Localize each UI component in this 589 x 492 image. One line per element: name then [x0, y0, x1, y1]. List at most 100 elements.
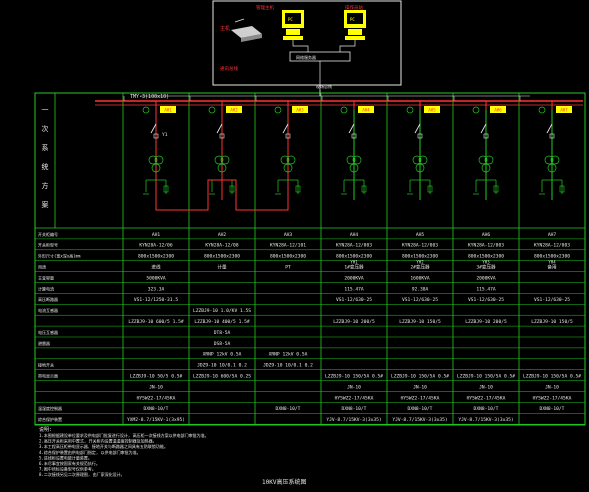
monitoring-frame	[212, 0, 402, 86]
pc2-screen-text: PC	[350, 17, 355, 22]
ct-a-cell: LZZBJ9-10 1.0/KV 1.5S	[193, 308, 251, 314]
cabinet-no-cell: AH4	[350, 232, 359, 238]
fuse-cell: XRNP 12kV 0.5A	[203, 352, 242, 358]
es-cell: JN-10	[479, 384, 493, 390]
ct2-cell: LZZBJ9-10 150/5A 0.5#	[457, 374, 515, 380]
arrester-symbol	[361, 185, 367, 193]
protect-cell: YJV-8.7/15KV-3(3x35)	[326, 417, 381, 423]
cabinet-4: AH4	[321, 96, 374, 200]
cabinet-model-cell: KYN28A-12/003	[468, 243, 504, 249]
host-label: 主机	[220, 25, 230, 32]
ct2-cell: LZZBJ9-10 150/5A 0.5#	[325, 374, 383, 380]
panel-tag: AH2	[230, 108, 238, 113]
usage-cell: 备用	[547, 264, 557, 271]
panel-tag: AH5	[428, 108, 436, 113]
meter-icon	[538, 106, 546, 114]
row-label: 带电显示器	[38, 373, 58, 379]
notes-block: 说明: 1.本图根据建设单位要求及供电部门批复进行设计, 高压柜一次接线方案以供…	[39, 426, 209, 477]
cabinet-6: AH6	[453, 96, 506, 200]
cabinet-model-cell: KYN28A-12/003	[336, 243, 372, 249]
main-table	[34, 92, 586, 426]
es-cell: JN-10	[149, 384, 163, 390]
meter-icon	[340, 106, 348, 114]
side-title-char: 次	[42, 124, 49, 133]
cabinet-no-cell: AH3	[284, 232, 293, 238]
cabinet-no-cell: AH1	[152, 232, 161, 238]
meter-icon	[208, 106, 216, 114]
usage-sub-cell: YH3	[482, 260, 490, 265]
vt-cell: JDZ9-10 10/0.1 0.2	[197, 363, 247, 369]
indicator-cell: DXN8-10/T	[342, 406, 367, 412]
bus-tag: 现场总线	[316, 83, 332, 89]
ct-b-cell: LZZBJ9-10 200/5	[333, 319, 375, 325]
protect-cell: YXM2-8.7/15KV-1(3x95)	[127, 417, 185, 423]
pt-interconnect	[222, 179, 289, 211]
cabinet-model-cell: KYN28A-12/06	[139, 243, 172, 249]
hub-label: 网络服务器	[296, 54, 316, 60]
busbar-label: TMY-3(100x10)	[130, 94, 169, 100]
meter-icon	[274, 106, 282, 114]
vcb-cell: VS1-12/630-25	[534, 297, 570, 303]
panel-tag: AH7	[560, 108, 568, 113]
panel-tag-box	[358, 106, 374, 113]
arrester-symbol	[229, 185, 235, 193]
capacity-cell: 2000KVA	[476, 275, 496, 281]
ct-mid1-cell: DT8-5A	[214, 330, 231, 336]
drawing-title: 10KV高压系统图	[262, 478, 306, 486]
cabinet-size-cell: 800x1500x2300	[534, 254, 570, 260]
current-cell: 115.47A	[344, 286, 364, 292]
arrester-symbol	[427, 185, 433, 193]
cabinet-size-cell: 800x1500x2300	[204, 254, 240, 260]
arrester-cell: HY5WZ2-17/45KA	[401, 395, 440, 401]
row-label: 开关柜型号	[38, 242, 58, 248]
arrester-symbol	[163, 185, 169, 193]
pc2-label: 操作员站	[345, 4, 363, 11]
cabinet-size-cell: 800x1500x2300	[468, 254, 504, 260]
cabinet-7: AH7	[519, 96, 572, 200]
row-label: 主变容量	[38, 274, 54, 280]
cabinet-2: AH2	[189, 96, 242, 200]
cabinet-size-cell: 800x1500x2300	[270, 254, 306, 260]
pc1-screen-text: PC	[288, 17, 293, 22]
ct-symbol	[214, 155, 224, 165]
capacity-cell: 1600KVA	[410, 275, 430, 281]
note-line: 1.本图根据建设单位要求及供电部门批复进行设计, 高压柜一次接线方案以供电部门审…	[39, 432, 209, 438]
vcb-cell: VS1-12/630-25	[336, 297, 372, 303]
usage-cell: 2#变压器	[410, 264, 430, 271]
panel-tag: AH6	[494, 108, 502, 113]
usage-cell: PT	[285, 265, 291, 271]
ct-symbol	[412, 155, 422, 165]
panel-tag-box	[490, 106, 506, 113]
cabinet-no-cell: AH7	[548, 232, 557, 238]
current-cell: 115.47A	[476, 286, 496, 292]
usage-cell: 进线	[151, 264, 161, 271]
row-label: 电压互感器	[38, 329, 58, 335]
cabinet-size-cell: 800x1500x2300	[336, 254, 372, 260]
panel-tag-box	[424, 106, 440, 113]
capacity-cell: 5000KVA	[146, 275, 166, 281]
vcb-cell: VS1-12/1250-31.5	[134, 297, 178, 303]
es-cell: JN-10	[413, 384, 427, 390]
protect-cell: YJV-8.7/15KV-3(3x35)	[392, 417, 447, 423]
ct-b-cell: LZZBJ9-10 200/5	[465, 319, 507, 325]
ct-symbol	[544, 155, 554, 165]
vcb-cell: VS1-12/630-25	[468, 297, 504, 303]
busbar: TMY-3(100x10)	[95, 94, 583, 106]
side-title-char: 案	[42, 200, 49, 209]
vcb-cell: VS1-12/630-25	[402, 297, 438, 303]
pc1-label: 管理主机	[256, 4, 274, 11]
cabinet-size-cell: 800x1500x2300	[402, 254, 438, 260]
panel-tag: AH3	[296, 108, 304, 113]
es-cell: JN-10	[347, 384, 361, 390]
vt-cell: JDZ9-10 10/0.1 0.2	[263, 363, 313, 369]
meter-icon	[472, 106, 480, 114]
es-cell: JN-10	[545, 384, 559, 390]
notes-title: 说明:	[39, 426, 52, 433]
arrester-cell: HY5WZ2-17/45KA	[533, 395, 572, 401]
monitoring-system: 主机 管理主机 操作员站 PC PC	[212, 0, 402, 96]
note-line: 3.本工程高压柜带电显示器、接地开关与断路器之间具有五防联锁功能。	[39, 443, 168, 449]
usage-cell: 1#变压器	[344, 264, 364, 271]
